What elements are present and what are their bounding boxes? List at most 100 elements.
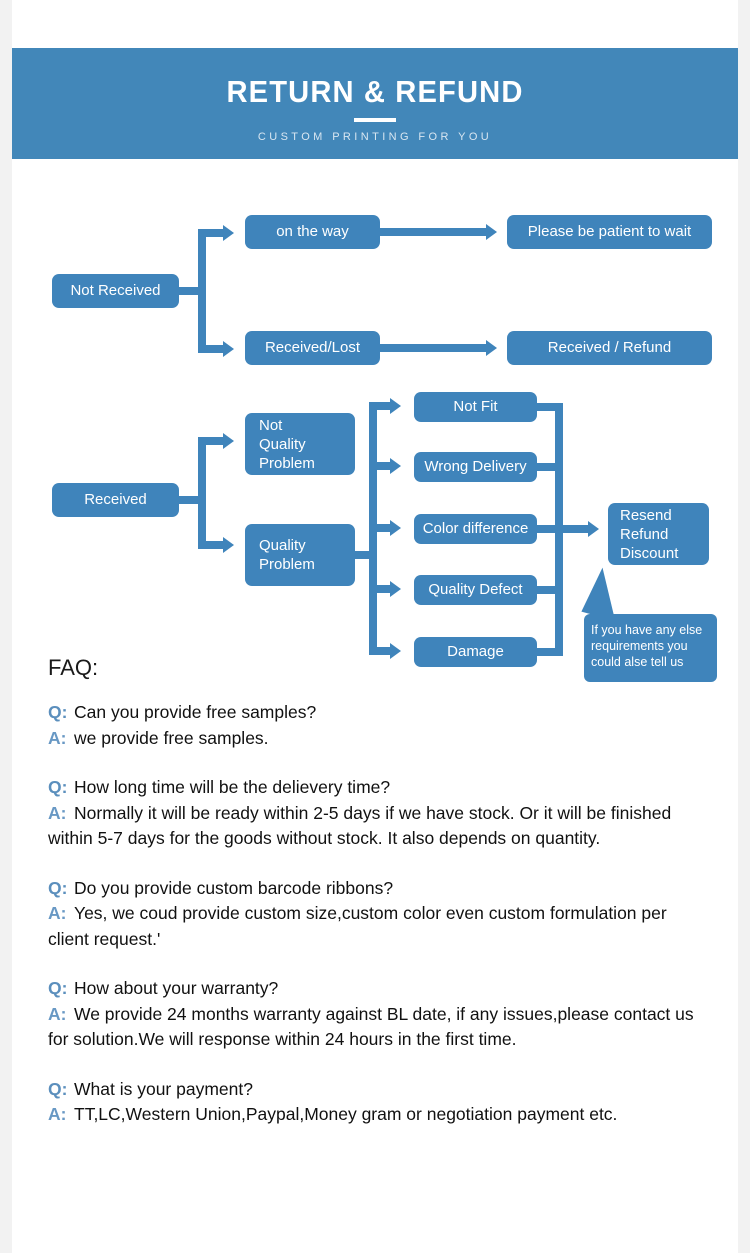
arrow-to-color-difference (390, 520, 401, 536)
faq-list: Q: Can you provide free samples? A:we pro… (48, 700, 708, 1152)
faq-question: Can you provide free samples? (74, 702, 317, 722)
connector-reason-4 (369, 585, 391, 593)
arrow-to-damage (390, 643, 401, 659)
connector-not-received-vertical (198, 229, 206, 353)
quality-problem-line1: Quality (259, 537, 306, 554)
arrow-to-received-refund (486, 340, 497, 356)
faq-question: What is your payment? (74, 1078, 253, 1099)
arrow-to-on-the-way (223, 225, 234, 241)
question-tag: Q: (48, 777, 68, 797)
question-tag: Q: (48, 702, 68, 722)
faq-question-line: Q: How long time will be the delievery ti… (48, 775, 708, 801)
note-bubble: If you have any else requirements you co… (584, 614, 717, 682)
flow-node-not-received: Not Received (52, 274, 179, 308)
answer-tag: A: (48, 727, 67, 748)
flow-node-received-refund: Received / Refund (507, 331, 712, 365)
not-quality-problem-line2: Quality (259, 435, 306, 453)
flow-node-received-lost: Received/Lost (245, 331, 380, 365)
arrow-to-please-wait (486, 224, 497, 240)
resolution-line2: Refund (620, 525, 669, 543)
faq-answer-line: A:Normally it will be ready within 2-5 d… (48, 801, 708, 852)
faq-heading: FAQ: (48, 655, 99, 680)
question-tag: Q: (48, 978, 68, 998)
faq-answer-line: A:we provide free samples. (48, 726, 708, 752)
not-quality-problem-line1: Not (259, 416, 283, 434)
faq-answer: Normally it will be ready within 2-5 day… (48, 802, 672, 849)
faq-question-line: Q: Do you provide custom barcode ribbons? (48, 876, 708, 902)
faq-question-line: Q: Can you provide free samples? (48, 700, 708, 726)
faq-answer: We provide 24 months warranty against BL… (48, 1003, 694, 1050)
flow-node-quality-problem: Quality Problem (245, 524, 355, 586)
flow-node-color-difference: Color difference (414, 514, 537, 544)
flow-node-received: Received (52, 483, 179, 517)
faq-answer-line: A:Yes, we coud provide custom size,custo… (48, 901, 708, 952)
arrow-to-not-quality-problem (223, 433, 234, 449)
arrow-to-quality-defect (390, 581, 401, 597)
page-header: RETURN & REFUND CUSTOM PRINTING FOR YOU (12, 48, 738, 159)
connector-collect-1 (537, 403, 563, 411)
resolution-line1: Resend (620, 506, 672, 524)
connector-receivedlost-to-refund (380, 344, 488, 352)
not-quality-problem-line3: Problem (259, 454, 315, 472)
connector-collect-5 (537, 648, 563, 656)
answer-tag: A: (48, 802, 67, 823)
faq-question: How about your warranty? (74, 978, 279, 998)
connector-ontheway-to-wait (380, 228, 488, 236)
connector-collect-3 (537, 525, 563, 533)
answer-tag: A: (48, 903, 67, 923)
quality-problem-line2: Problem (259, 556, 315, 573)
note-bubble-tail (581, 565, 628, 621)
faq-question: How long time will be the delievery time… (74, 777, 391, 797)
note-line3: could alse tell us (591, 655, 684, 669)
faq-item: Q: What is your payment? A: TT,LC,Western … (48, 1077, 708, 1128)
arrow-to-not-fit (390, 398, 401, 414)
connector-received-vertical (198, 437, 206, 549)
connector-branch-not-quality (198, 437, 224, 445)
arrow-to-received-lost (223, 341, 234, 357)
answer-tag: A: (48, 1003, 67, 1024)
faq-answer: TT,LC,Western Union,Paypal,Money gram or… (74, 1104, 618, 1124)
connector-branch-ontheway (198, 229, 224, 237)
note-line1: If you have any else (591, 623, 703, 637)
flow-node-not-fit: Not Fit (414, 392, 537, 422)
flow-node-wrong-delivery: Wrong Delivery (414, 452, 537, 482)
flow-node-quality-defect: Quality Defect (414, 575, 537, 605)
answer-tag: A: (48, 1104, 67, 1124)
connector-reason-1 (369, 402, 391, 410)
connector-reason-5 (369, 647, 391, 655)
connector-not-received-stem (179, 287, 205, 295)
flow-node-please-be-patient: Please be patient to wait (507, 215, 712, 249)
flow-node-damage: Damage (414, 637, 537, 667)
header-subtitle: CUSTOM PRINTING FOR YOU (257, 131, 493, 143)
faq-item: Q: How long time will be the delievery ti… (48, 775, 708, 852)
page-content: RETURN & REFUND CUSTOM PRINTING FOR YOU … (12, 0, 738, 1253)
question-tag: Q: (48, 877, 68, 898)
note-line2: requirements you (591, 639, 688, 653)
header-divider (354, 118, 396, 122)
returns-flowchart: Not Received on the way Please be patien… (12, 159, 738, 689)
flow-node-on-the-way: on the way (245, 215, 380, 249)
flow-node-resolution: Resend Refund Discount (608, 503, 709, 565)
arrow-to-wrong-delivery (390, 458, 401, 474)
resolution-line3: Discount (620, 544, 679, 562)
question-tag: Q: (48, 1078, 68, 1099)
connector-collect-4 (537, 586, 563, 594)
faq-item: Q: How about your warranty? A:We provide … (48, 976, 708, 1053)
connector-quality-to-trunk (355, 551, 377, 559)
connector-collect-2 (537, 463, 563, 471)
faq-item: Q: Do you provide custom barcode ribbons?… (48, 876, 708, 953)
faq-item: Q: Can you provide free samples? A:we pro… (48, 700, 708, 751)
faq-answer: Yes, we coud provide custom size,custom … (48, 903, 667, 949)
connector-reason-2 (369, 462, 391, 470)
connector-reason-3 (369, 524, 391, 532)
faq-answer-line: A:We provide 24 months warranty against … (48, 1002, 708, 1053)
flow-node-not-quality-problem: Not Quality Problem (245, 413, 355, 475)
connector-branch-quality (198, 541, 224, 549)
connector-collector-to-resolution (555, 525, 590, 533)
faq-answer-line: A: TT,LC,Western Union,Paypal,Money gram … (48, 1102, 708, 1128)
faq-question-line: Q: How about your warranty? (48, 976, 708, 1002)
connector-received-stem (179, 496, 205, 504)
arrow-to-quality-problem (223, 537, 234, 553)
faq-question: Do you provide custom barcode ribbons? (74, 877, 394, 898)
arrow-to-resolution (588, 521, 599, 537)
